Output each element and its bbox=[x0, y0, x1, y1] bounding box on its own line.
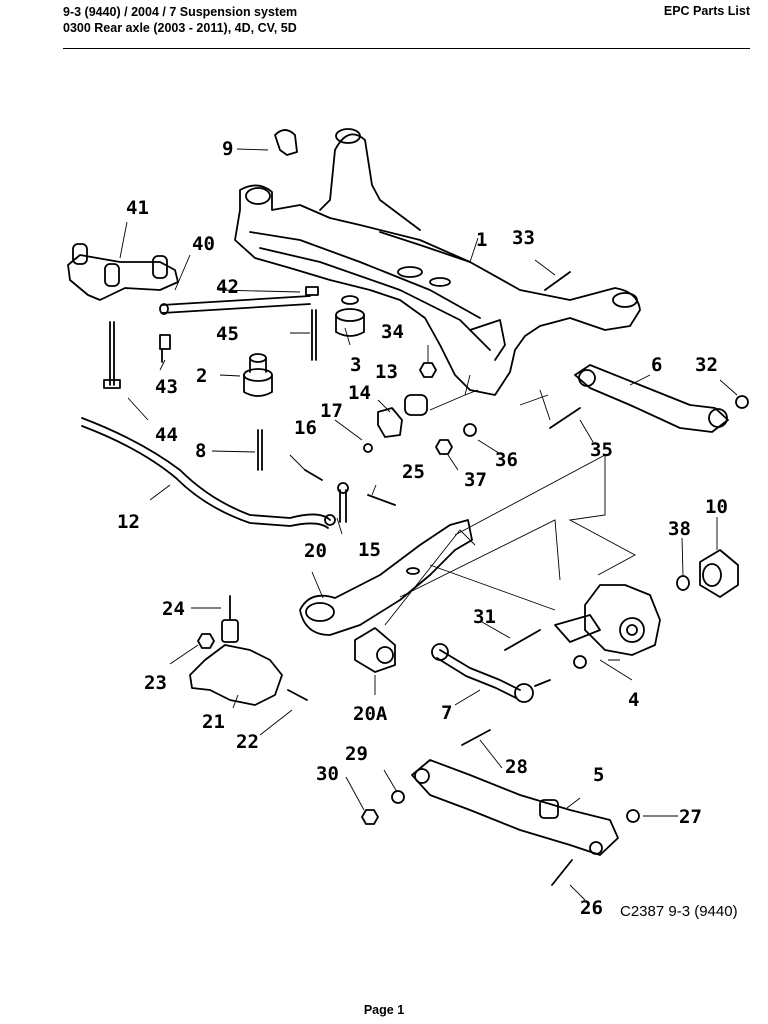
bracket-21-drawing bbox=[189, 595, 283, 706]
callout-24: 24 bbox=[162, 598, 185, 620]
callout-25: 25 bbox=[402, 461, 425, 483]
callout-30: 30 bbox=[316, 763, 339, 785]
bolt-35-drawing bbox=[549, 407, 581, 429]
callout-14: 14 bbox=[348, 382, 371, 404]
page-number: Page 1 bbox=[363, 1003, 405, 1017]
bolt-16-drawing bbox=[304, 469, 323, 481]
callout-8: 8 bbox=[195, 440, 206, 462]
bushing-10-drawing bbox=[676, 549, 739, 598]
bushing-20a-drawing bbox=[354, 627, 396, 673]
model-title: 9-3 (9440) / 2004 / 7 Suspension system bbox=[63, 5, 298, 19]
nut-32-drawing bbox=[735, 395, 749, 409]
callout-6: 6 bbox=[651, 354, 662, 376]
callout-37: 37 bbox=[464, 469, 487, 491]
bolt-22-drawing bbox=[287, 689, 308, 701]
callout-23: 23 bbox=[144, 672, 167, 694]
callout-35: 35 bbox=[590, 439, 613, 461]
callout-5: 5 bbox=[593, 764, 604, 786]
bolt-25-drawing bbox=[367, 494, 396, 506]
rear-subframe-drawing bbox=[234, 128, 641, 396]
callout-9: 9 bbox=[222, 138, 233, 160]
callout-17: 17 bbox=[320, 400, 343, 422]
arm-6-drawing bbox=[574, 364, 729, 433]
callout-10: 10 bbox=[705, 496, 728, 518]
control-arm-20-drawing bbox=[299, 519, 473, 636]
stabilizer-bar-12-drawing bbox=[81, 417, 331, 529]
callout-41: 41 bbox=[126, 197, 149, 219]
callout-22: 22 bbox=[236, 731, 259, 753]
callout-43: 43 bbox=[155, 376, 178, 398]
document-type-label: EPC Parts List bbox=[663, 4, 750, 18]
callout-34: 34 bbox=[381, 321, 404, 343]
callout-16: 16 bbox=[294, 417, 317, 439]
header-divider bbox=[63, 48, 750, 49]
nut-34-drawing bbox=[419, 362, 437, 378]
clamp-14-drawing bbox=[377, 407, 403, 438]
bolt-33-drawing bbox=[544, 271, 571, 291]
callout-27: 27 bbox=[679, 806, 702, 828]
lower-arm-5-drawing bbox=[411, 759, 619, 856]
link-15-drawing bbox=[324, 482, 349, 526]
bracket-41-drawing bbox=[67, 243, 179, 389]
callout-4: 4 bbox=[628, 689, 639, 711]
bushing-3-drawing bbox=[335, 295, 365, 337]
callout-13: 13 bbox=[375, 361, 398, 383]
callout-29: 29 bbox=[345, 743, 368, 765]
callout-45: 45 bbox=[216, 323, 239, 345]
callout-26: 26 bbox=[580, 897, 603, 919]
nut-23-drawing bbox=[197, 633, 215, 649]
bolt-28-drawing bbox=[461, 729, 491, 746]
exploded-parts-diagram: 1 2 3 4 5 6 7 8 9 10 12 13 14 15 16 17 2… bbox=[67, 128, 749, 920]
section-title: 0300 Rear axle (2003 - 2011), 4D, CV, 5D bbox=[63, 21, 297, 35]
washer-29-drawing bbox=[391, 790, 405, 804]
callout-7: 7 bbox=[441, 702, 452, 724]
callout-15: 15 bbox=[358, 539, 381, 561]
knuckle-4-drawing bbox=[554, 584, 661, 669]
callout-40: 40 bbox=[192, 233, 215, 255]
bushing-13-drawing bbox=[404, 394, 428, 416]
callout-38: 38 bbox=[668, 518, 691, 540]
bolt-17-drawing bbox=[363, 443, 373, 453]
callout-20a: 20A bbox=[353, 703, 388, 725]
callout-3: 3 bbox=[350, 354, 361, 376]
callout-20: 20 bbox=[304, 540, 327, 562]
callout-36: 36 bbox=[495, 449, 518, 471]
clip-9-drawing bbox=[274, 129, 298, 156]
link-arm-7-drawing bbox=[431, 643, 551, 703]
callout-28: 28 bbox=[505, 756, 528, 778]
diagram-guide-lines bbox=[384, 374, 636, 626]
nut-37-drawing bbox=[435, 439, 453, 455]
leader-lines bbox=[119, 148, 738, 901]
nut-30-drawing bbox=[361, 809, 379, 825]
washer-36-drawing bbox=[463, 423, 477, 437]
document-header-left: 9-3 (9440) / 2004 / 7 Suspension system … bbox=[63, 4, 297, 36]
callout-44: 44 bbox=[155, 424, 178, 446]
diagram-reference: C2387 9-3 (9440) bbox=[620, 903, 738, 920]
bolt-31-drawing bbox=[504, 629, 541, 651]
callout-31: 31 bbox=[473, 606, 496, 628]
callout-21: 21 bbox=[202, 711, 225, 733]
bolt-26-drawing bbox=[551, 859, 573, 886]
bushing-2-drawing bbox=[243, 353, 273, 471]
callout-12: 12 bbox=[117, 511, 140, 533]
nut-27-drawing bbox=[626, 809, 640, 823]
callout-32: 32 bbox=[695, 354, 718, 376]
rod-40-drawing bbox=[159, 286, 319, 361]
callout-numbers: 1 2 3 4 5 6 7 8 9 10 12 13 14 15 16 17 2… bbox=[117, 138, 728, 919]
callout-1: 1 bbox=[476, 229, 487, 251]
callout-42: 42 bbox=[216, 276, 239, 298]
callout-33: 33 bbox=[512, 227, 535, 249]
callout-2: 2 bbox=[196, 365, 207, 387]
